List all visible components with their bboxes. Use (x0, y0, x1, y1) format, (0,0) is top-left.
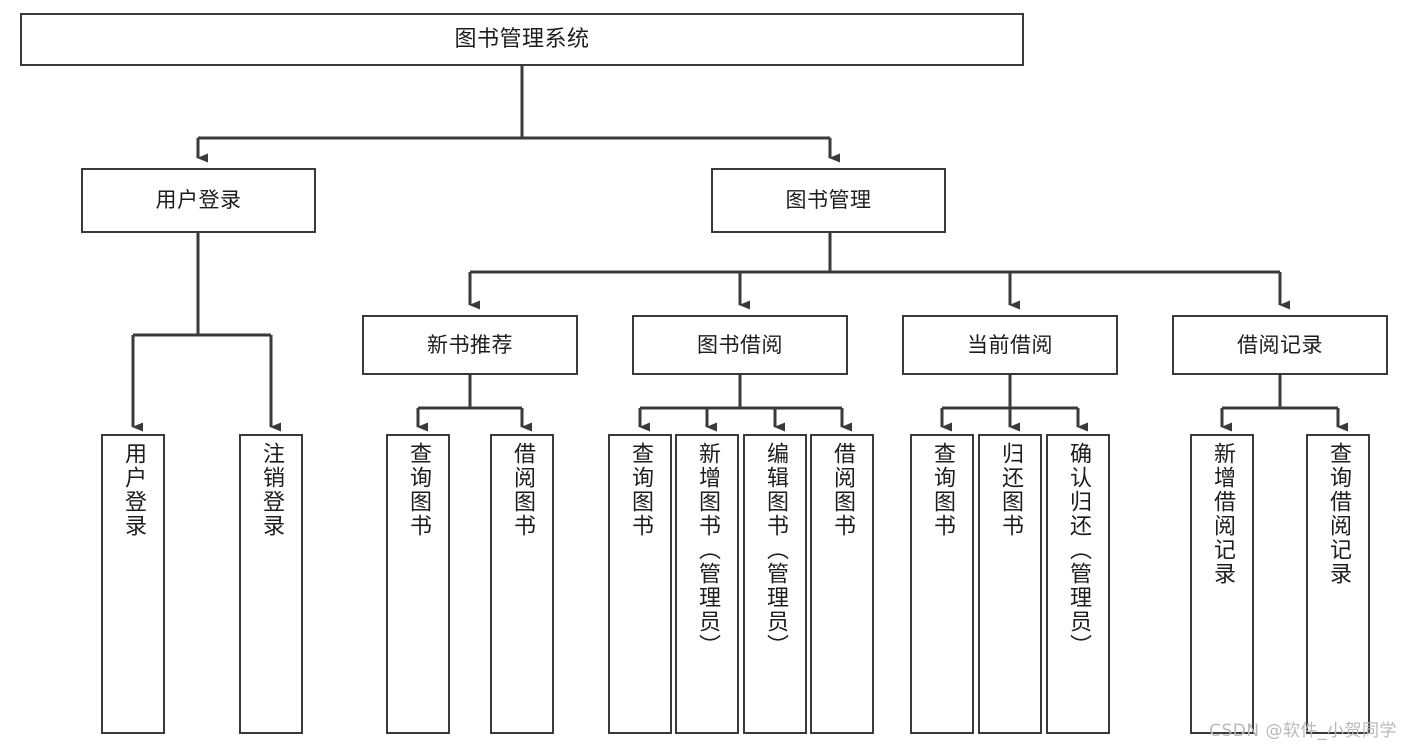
node-label: 新增图书（管理员） (695, 442, 720, 658)
node-book-borrowing[interactable]: 图书借阅 (632, 315, 848, 375)
leaf-query-borrow-record[interactable]: 查询借阅记录 (1306, 434, 1370, 734)
leaf-query-book-recommend[interactable]: 查询图书 (386, 434, 450, 734)
node-label: 编辑图书（管理员） (763, 442, 788, 658)
leaf-return-book[interactable]: 归还图书 (978, 434, 1042, 734)
node-label: 新增借阅记录 (1210, 442, 1235, 586)
node-label: 借阅图书 (830, 442, 855, 538)
node-label: 图书借阅 (697, 332, 783, 357)
leaf-logout[interactable]: 注销登录 (239, 434, 303, 734)
node-label: 图书管理系统 (454, 26, 590, 52)
node-label: 注销登录 (259, 442, 284, 538)
node-label: 查询图书 (406, 442, 431, 538)
node-new-book-recommendation[interactable]: 新书推荐 (362, 315, 578, 375)
leaf-add-book-admin[interactable]: 新增图书（管理员） (675, 434, 739, 734)
node-label: 查询借阅记录 (1326, 442, 1351, 586)
node-current-borrowing[interactable]: 当前借阅 (902, 315, 1118, 375)
node-book-management[interactable]: 图书管理 (711, 168, 946, 233)
node-label: 借阅图书 (510, 442, 535, 538)
node-borrowing-records[interactable]: 借阅记录 (1172, 315, 1388, 375)
node-user-login[interactable]: 用户登录 (81, 168, 316, 233)
node-root-book-management-system[interactable]: 图书管理系统 (20, 13, 1024, 66)
node-label: 用户登录 (121, 442, 146, 538)
leaf-borrow-book-recommend[interactable]: 借阅图书 (490, 434, 554, 734)
leaf-add-borrow-record[interactable]: 新增借阅记录 (1190, 434, 1254, 734)
leaf-query-book-borrow[interactable]: 查询图书 (608, 434, 672, 734)
leaf-edit-book-admin[interactable]: 编辑图书（管理员） (743, 434, 807, 734)
node-label: 当前借阅 (967, 332, 1053, 357)
node-label: 查询图书 (628, 442, 653, 538)
leaf-borrow-book[interactable]: 借阅图书 (810, 434, 874, 734)
node-label: 新书推荐 (427, 332, 513, 357)
node-label: 图书管理 (785, 188, 872, 213)
node-label: 查询图书 (930, 442, 955, 538)
leaf-user-login[interactable]: 用户登录 (101, 434, 165, 734)
node-label: 确认归还（管理员） (1066, 442, 1091, 658)
leaf-query-book-current[interactable]: 查询图书 (910, 434, 974, 734)
node-label: 用户登录 (155, 188, 242, 213)
node-label: 借阅记录 (1237, 332, 1323, 357)
node-label: 归还图书 (998, 442, 1023, 538)
leaf-confirm-return-admin[interactable]: 确认归还（管理员） (1046, 434, 1110, 734)
